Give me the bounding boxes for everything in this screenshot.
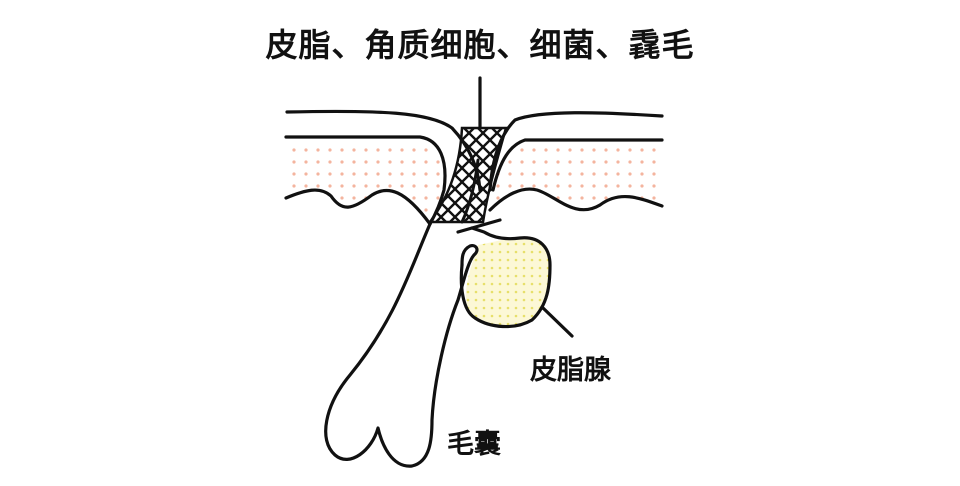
dermis-border-left xyxy=(284,188,432,226)
vellus-hair xyxy=(460,158,480,224)
hair-follicle-label: 毛囊 xyxy=(447,429,501,460)
hair-follicle xyxy=(324,222,479,468)
plug-base-line xyxy=(456,218,502,234)
skin-layer-left xyxy=(284,146,443,224)
diagram-title: 皮脂、角质细胞、细菌、毳毛 xyxy=(265,26,695,64)
skin-layer-right xyxy=(492,146,664,210)
skin-surface-right xyxy=(488,111,664,192)
epidermis-line-left xyxy=(284,135,447,226)
follicle-plug xyxy=(427,126,508,224)
skin-surface-left xyxy=(285,109,482,192)
gland-leader-line xyxy=(540,305,574,338)
epidermis-line-right xyxy=(491,138,664,192)
dermis-border-right xyxy=(488,187,664,212)
sebaceous-gland-outline xyxy=(459,226,552,329)
sebaceous-gland-label: 皮脂腺 xyxy=(530,355,611,386)
sebaceous-gland-dots xyxy=(465,237,551,327)
